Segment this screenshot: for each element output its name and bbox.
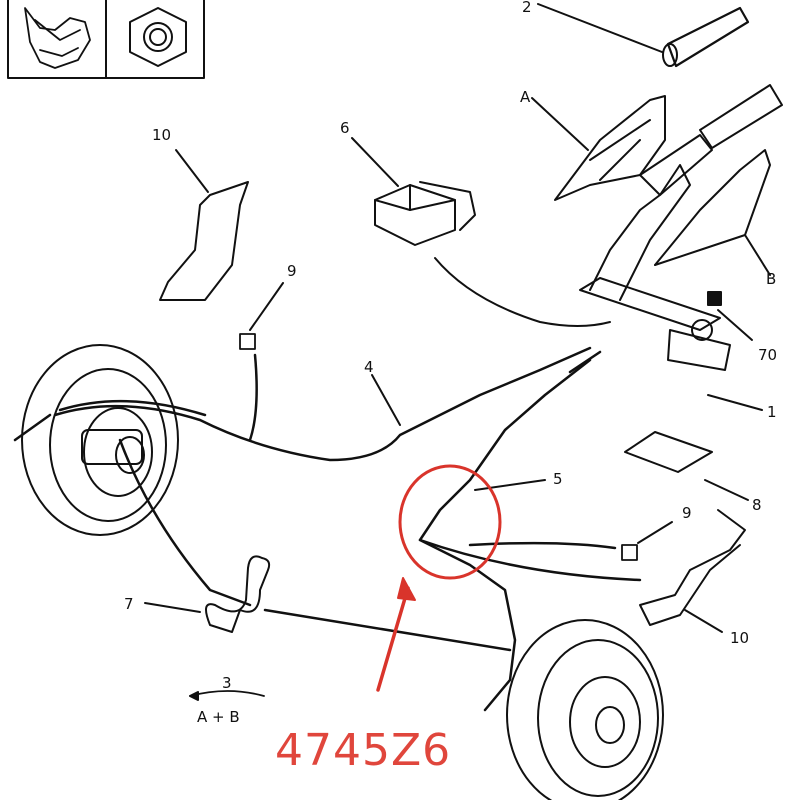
highlight-marker: [376, 464, 502, 692]
bracket-part-10-right: [639, 509, 746, 633]
formula-label: A + B: [197, 708, 240, 726]
clip-icon: [24, 7, 91, 69]
part-number-label: 4745Z6: [275, 725, 451, 776]
callout-10-right: 10: [730, 629, 749, 647]
callout-5: 5: [553, 470, 563, 488]
clip-icon-box: [7, 0, 107, 79]
callout-9-right: 9: [682, 504, 692, 522]
handle-grip-part-2: [537, 3, 750, 68]
pad-part-8: [624, 431, 749, 501]
callout-2: 2: [522, 0, 532, 16]
callout-a: A: [520, 88, 531, 106]
marker-part-70: [707, 291, 722, 306]
cover-part-a: [531, 95, 666, 201]
brake-cables: [13, 346, 642, 712]
leader-9-left: [249, 282, 284, 331]
cover-part-b: [654, 149, 771, 276]
nut-icon: [129, 7, 187, 67]
brake-drum-right: [506, 619, 664, 800]
nut-icon-box: [105, 0, 205, 79]
callout-1: 1: [767, 403, 777, 421]
switch-part-6: [351, 137, 611, 327]
callout-b: B: [766, 270, 776, 288]
brake-drum-left: [21, 344, 179, 536]
marker-part-9-left: [239, 333, 256, 350]
callout-70: 70: [758, 346, 777, 364]
leader-9-right: [637, 521, 673, 544]
marker-part-9-right: [621, 544, 638, 561]
callout-10-left: 10: [152, 126, 171, 144]
leader-1: [707, 394, 763, 411]
symbol-part-3: [189, 690, 265, 701]
bracket-part-10-left: [159, 149, 249, 301]
callout-9-left: 9: [287, 262, 297, 280]
callout-3: 3: [222, 674, 232, 692]
callout-8: 8: [752, 496, 762, 514]
leader-70: [717, 309, 753, 341]
callout-4: 4: [364, 358, 374, 376]
hook-part-7: [144, 555, 271, 633]
handbrake-lever: [579, 84, 783, 371]
callout-6: 6: [340, 119, 350, 137]
callout-7: 7: [124, 595, 134, 613]
